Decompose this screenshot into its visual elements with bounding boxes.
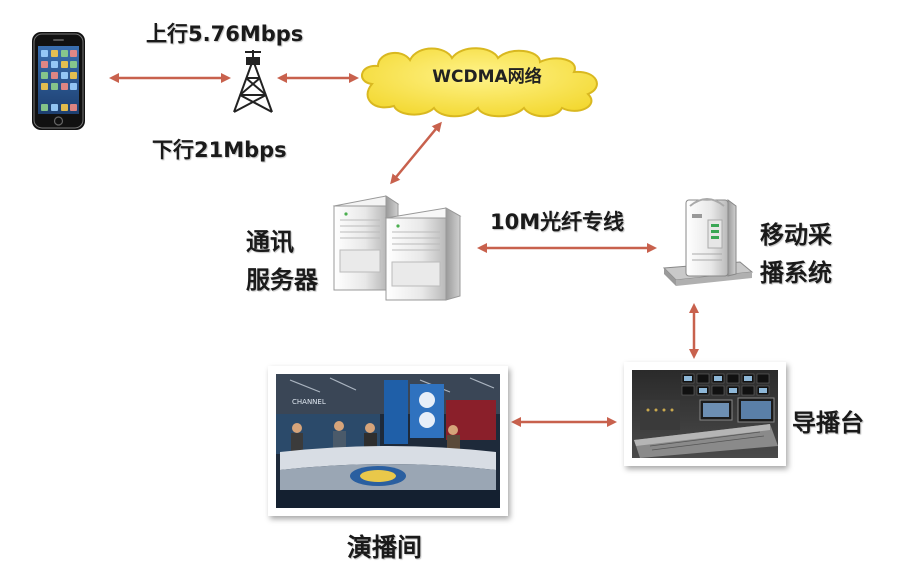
uplink-label: 上行5.76Mbps	[146, 22, 304, 46]
control-room-image	[624, 362, 786, 466]
capture-label-line1: 移动采	[760, 221, 832, 249]
arrow-cloud-server	[390, 121, 442, 185]
workstation-icon	[662, 198, 754, 286]
server-label-line2: 服务器	[246, 266, 318, 294]
server-icon	[332, 195, 462, 301]
fiber-label: 10M光纤专线	[490, 210, 625, 234]
director-label: 导播台	[792, 409, 864, 437]
server-label-line1: 通讯	[246, 228, 294, 256]
downlink-label: 下行21Mbps	[152, 138, 287, 162]
capture-system-label: 移动采 播系统	[760, 216, 832, 292]
news-studio-image: CHANNEL	[268, 366, 508, 516]
svg-text:CHANNEL: CHANNEL	[292, 398, 326, 406]
cell-tower-icon	[233, 50, 273, 113]
smartphone-icon	[32, 32, 85, 130]
capture-label-line2: 播系统	[760, 259, 832, 287]
cloud-icon	[361, 47, 598, 118]
studio-label: 演播间	[347, 533, 423, 562]
network-label: WCDMA网络	[432, 67, 542, 87]
server-label: 通讯 服务器	[246, 223, 318, 299]
